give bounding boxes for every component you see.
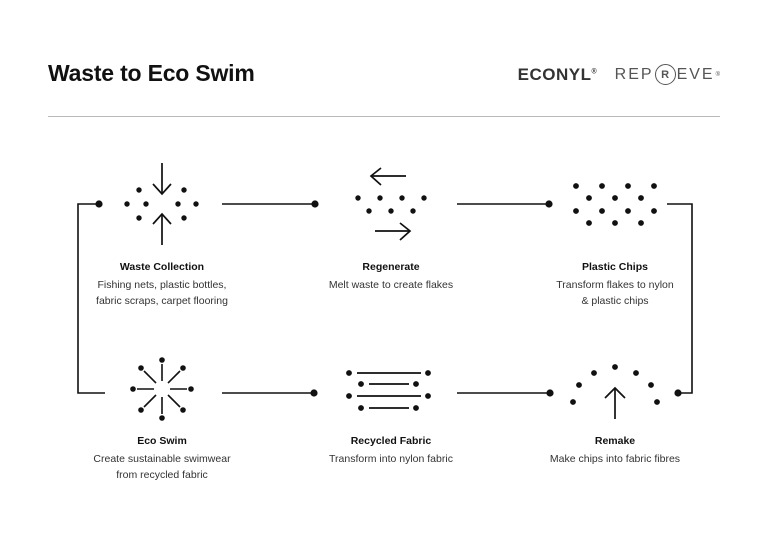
connector-chips-to-remake	[667, 203, 693, 397]
repreve-logo-text-part1: REP	[614, 65, 654, 83]
dot-arc-up-arrow-icon	[570, 364, 660, 419]
dots-with-left-right-arrows-icon	[355, 167, 427, 241]
node-title-recycled-fabric: Recycled Fabric	[350, 435, 432, 447]
node-desc-eco-swim-line2: from recycled fabric	[116, 469, 208, 481]
connector-ecoswim-to-waste	[77, 200, 105, 394]
node-title-waste-collection: Waste Collection	[119, 261, 205, 273]
stacked-lines-icon	[346, 370, 431, 411]
node-title-regenerate: Regenerate	[362, 261, 420, 273]
econyl-logo: ECONYL®	[518, 65, 597, 85]
node-desc-remake-line1: Make chips into fabric fibres	[549, 453, 681, 465]
starburst-icon	[130, 357, 194, 421]
page-title: Waste to Eco Swim	[48, 60, 255, 86]
node-title-eco-swim: Eco Swim	[137, 435, 187, 447]
connector-waste-to-regenerate	[222, 200, 319, 208]
node-desc-waste-collection-line2: fabric scraps, carpet flooring	[96, 295, 228, 307]
node-desc-regenerate-line1: Melt waste to create flakes	[328, 279, 454, 291]
connector-remake-to-fabric	[457, 389, 554, 397]
node-caption-plastic-chips: Plastic Chips Transform flakes to nylon …	[515, 260, 715, 309]
node-desc-waste-collection-line1: Fishing nets, plastic bottles,	[97, 279, 227, 291]
dot-grid-icon	[573, 183, 657, 226]
connector-regenerate-to-chips	[457, 200, 553, 208]
header-divider	[48, 116, 720, 117]
node-caption-regenerate: Regenerate Melt waste to create flakes	[291, 260, 491, 293]
node-desc-plastic-chips-line2: & plastic chips	[581, 295, 649, 307]
econyl-logo-text: ECONYL	[517, 64, 592, 84]
node-title-plastic-chips: Plastic Chips	[582, 261, 648, 273]
repreve-logo-text-part2: EVE	[676, 65, 715, 83]
repreve-circle-r-icon: R	[654, 64, 676, 85]
dots-converging-arrows-icon	[124, 163, 199, 245]
node-caption-recycled-fabric: Recycled Fabric Transform into nylon fab…	[291, 434, 491, 467]
node-caption-eco-swim: Eco Swim Create sustainable swimwear fro…	[62, 434, 262, 483]
connector-fabric-to-ecoswim	[222, 389, 318, 397]
node-desc-recycled-fabric-line1: Transform into nylon fabric	[329, 453, 453, 465]
node-title-remake: Remake	[594, 435, 636, 447]
node-caption-waste-collection: Waste Collection Fishing nets, plastic b…	[62, 260, 262, 309]
node-caption-remake: Remake Make chips into fabric fibres	[515, 434, 715, 467]
node-desc-plastic-chips-line1: Transform flakes to nylon	[556, 279, 674, 291]
econyl-trademark-icon: ®	[591, 67, 597, 75]
repreve-trademark-icon: ®	[715, 71, 720, 78]
node-desc-eco-swim-line1: Create sustainable swimwear	[93, 453, 231, 465]
